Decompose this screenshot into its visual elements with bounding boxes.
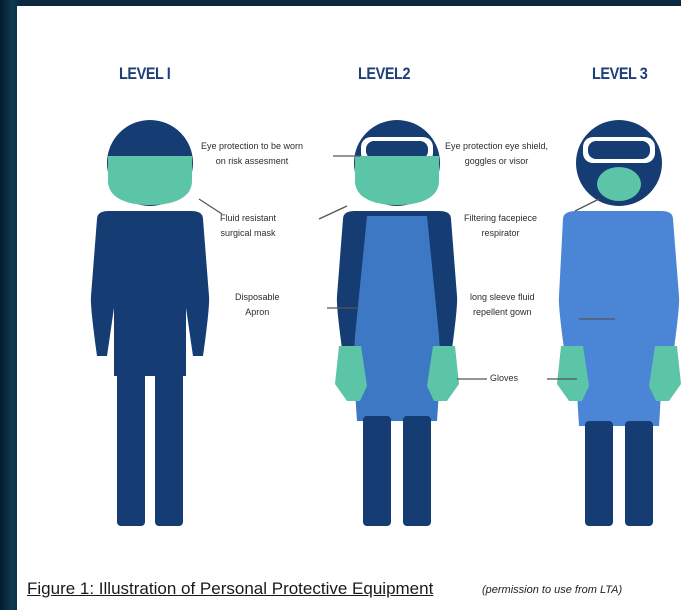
level-2-figure — [335, 120, 459, 526]
figure-caption: Figure 1: Illustration of Personal Prote… — [27, 579, 434, 598]
level-3-title: LEVEL 3 — [592, 64, 648, 83]
annotation-eye-protection-l3: Eye protection eye shield, goggles or vi… — [445, 141, 549, 166]
figure-panel: LEVEL I LEVEL2 LEVEL 3 — [17, 6, 681, 610]
annotation-gown: long sleeve fluid repellent gown — [470, 292, 535, 317]
level-2-title: LEVEL2 — [358, 64, 411, 83]
level-1-title: LEVEL I — [119, 64, 171, 83]
ppe-illustration — [90, 120, 681, 526]
leader-lines — [198, 155, 615, 380]
annotation-surgical-mask: Fluid resistant surgical mask — [220, 213, 277, 238]
level-3-figure — [557, 120, 681, 526]
annotation-gloves: Gloves — [490, 373, 519, 383]
level-1-figure — [90, 120, 210, 526]
annotation-eye-protection-l2: Eye protection to be worn on risk assesm… — [201, 141, 304, 166]
figure-caption-permission: (permission to use from LTA) — [482, 584, 623, 596]
annotation-respirator: Filtering facepiece respirator — [464, 213, 538, 238]
annotation-apron: Disposable Apron — [235, 292, 280, 317]
